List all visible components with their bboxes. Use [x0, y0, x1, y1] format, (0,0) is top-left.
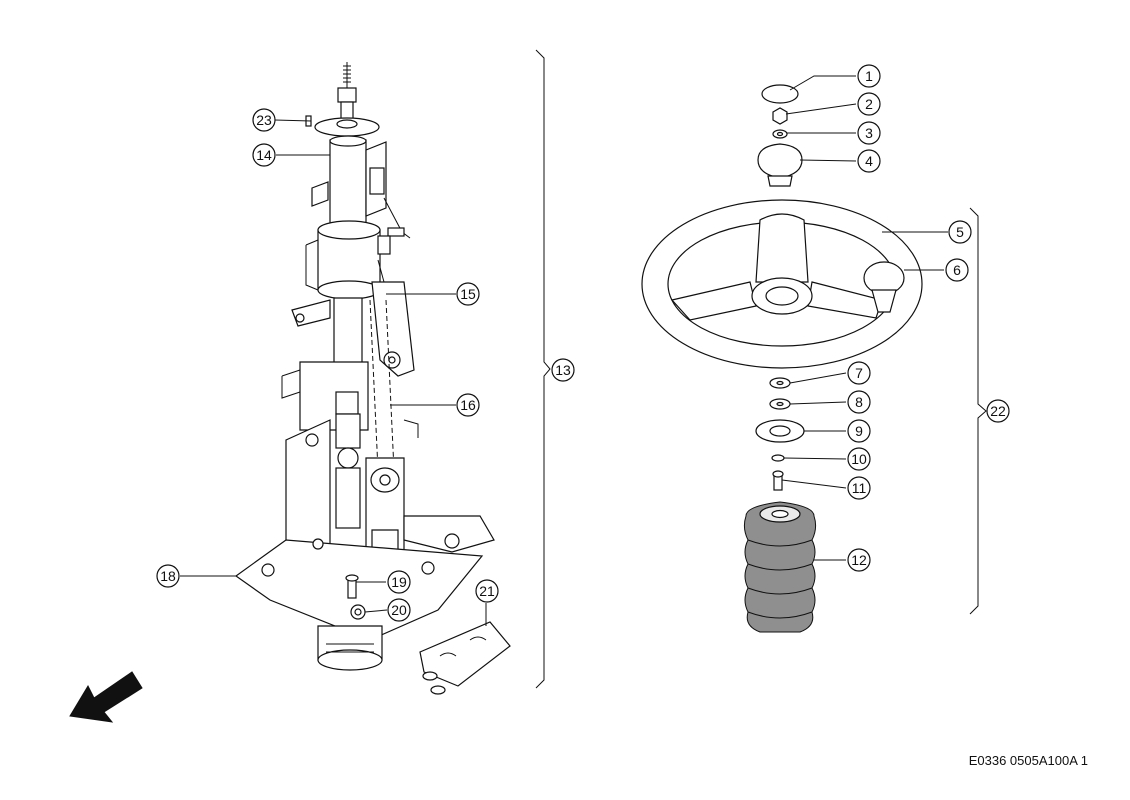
- callout-15: 15: [456, 282, 480, 306]
- svg-text:5: 5: [956, 224, 964, 240]
- svg-text:22: 22: [990, 403, 1006, 419]
- callout-20: 20: [387, 598, 411, 622]
- svg-text:20: 20: [391, 602, 407, 618]
- reference-code: E0336 0505A100A 1: [968, 753, 1088, 768]
- callout-7: 7: [847, 361, 871, 385]
- svg-text:14: 14: [256, 147, 272, 163]
- callout-13: 13: [551, 358, 575, 382]
- svg-text:18: 18: [160, 568, 176, 584]
- front-direction-arrow-icon: [69, 671, 143, 723]
- callout-21: 21: [475, 579, 499, 603]
- callout-19: 19: [387, 570, 411, 594]
- svg-text:3: 3: [865, 125, 873, 141]
- svg-text:4: 4: [865, 153, 873, 169]
- steering-column-assembly: [234, 62, 511, 695]
- svg-text:15: 15: [460, 286, 476, 302]
- svg-text:16: 16: [460, 397, 476, 413]
- callouts: 1 2 3 4 5 6 7 8 9 10 11 12 13 14 15 16 1…: [156, 64, 1010, 622]
- callout-11: 11: [847, 476, 871, 500]
- callout-8: 8: [847, 390, 871, 414]
- callout-2: 2: [857, 92, 881, 116]
- svg-text:1: 1: [865, 68, 873, 84]
- svg-text:13: 13: [555, 362, 571, 378]
- svg-text:21: 21: [479, 583, 495, 599]
- svg-text:2: 2: [865, 96, 873, 112]
- svg-text:8: 8: [855, 394, 863, 410]
- svg-text:6: 6: [953, 262, 961, 278]
- svg-text:10: 10: [851, 451, 867, 467]
- callout-14: 14: [252, 143, 276, 167]
- callout-1: 1: [857, 64, 881, 88]
- svg-text:11: 11: [852, 480, 867, 496]
- callout-4: 4: [857, 149, 881, 173]
- callout-12: 12: [847, 548, 871, 572]
- callout-23: 23: [252, 108, 276, 132]
- callout-5: 5: [948, 220, 972, 244]
- callout-9: 9: [847, 419, 871, 443]
- callout-6: 6: [945, 258, 969, 282]
- svg-text:23: 23: [256, 112, 272, 128]
- svg-text:12: 12: [851, 552, 867, 568]
- callout-10: 10: [847, 447, 871, 471]
- svg-text:7: 7: [855, 365, 863, 381]
- steering-wheel-assembly: [641, 84, 923, 633]
- callout-3: 3: [857, 121, 881, 145]
- callout-18: 18: [156, 564, 180, 588]
- svg-text:9: 9: [855, 423, 863, 439]
- svg-text:19: 19: [391, 574, 407, 590]
- leader-lines: [180, 49, 987, 689]
- callout-22: 22: [986, 399, 1010, 423]
- callout-16: 16: [456, 393, 480, 417]
